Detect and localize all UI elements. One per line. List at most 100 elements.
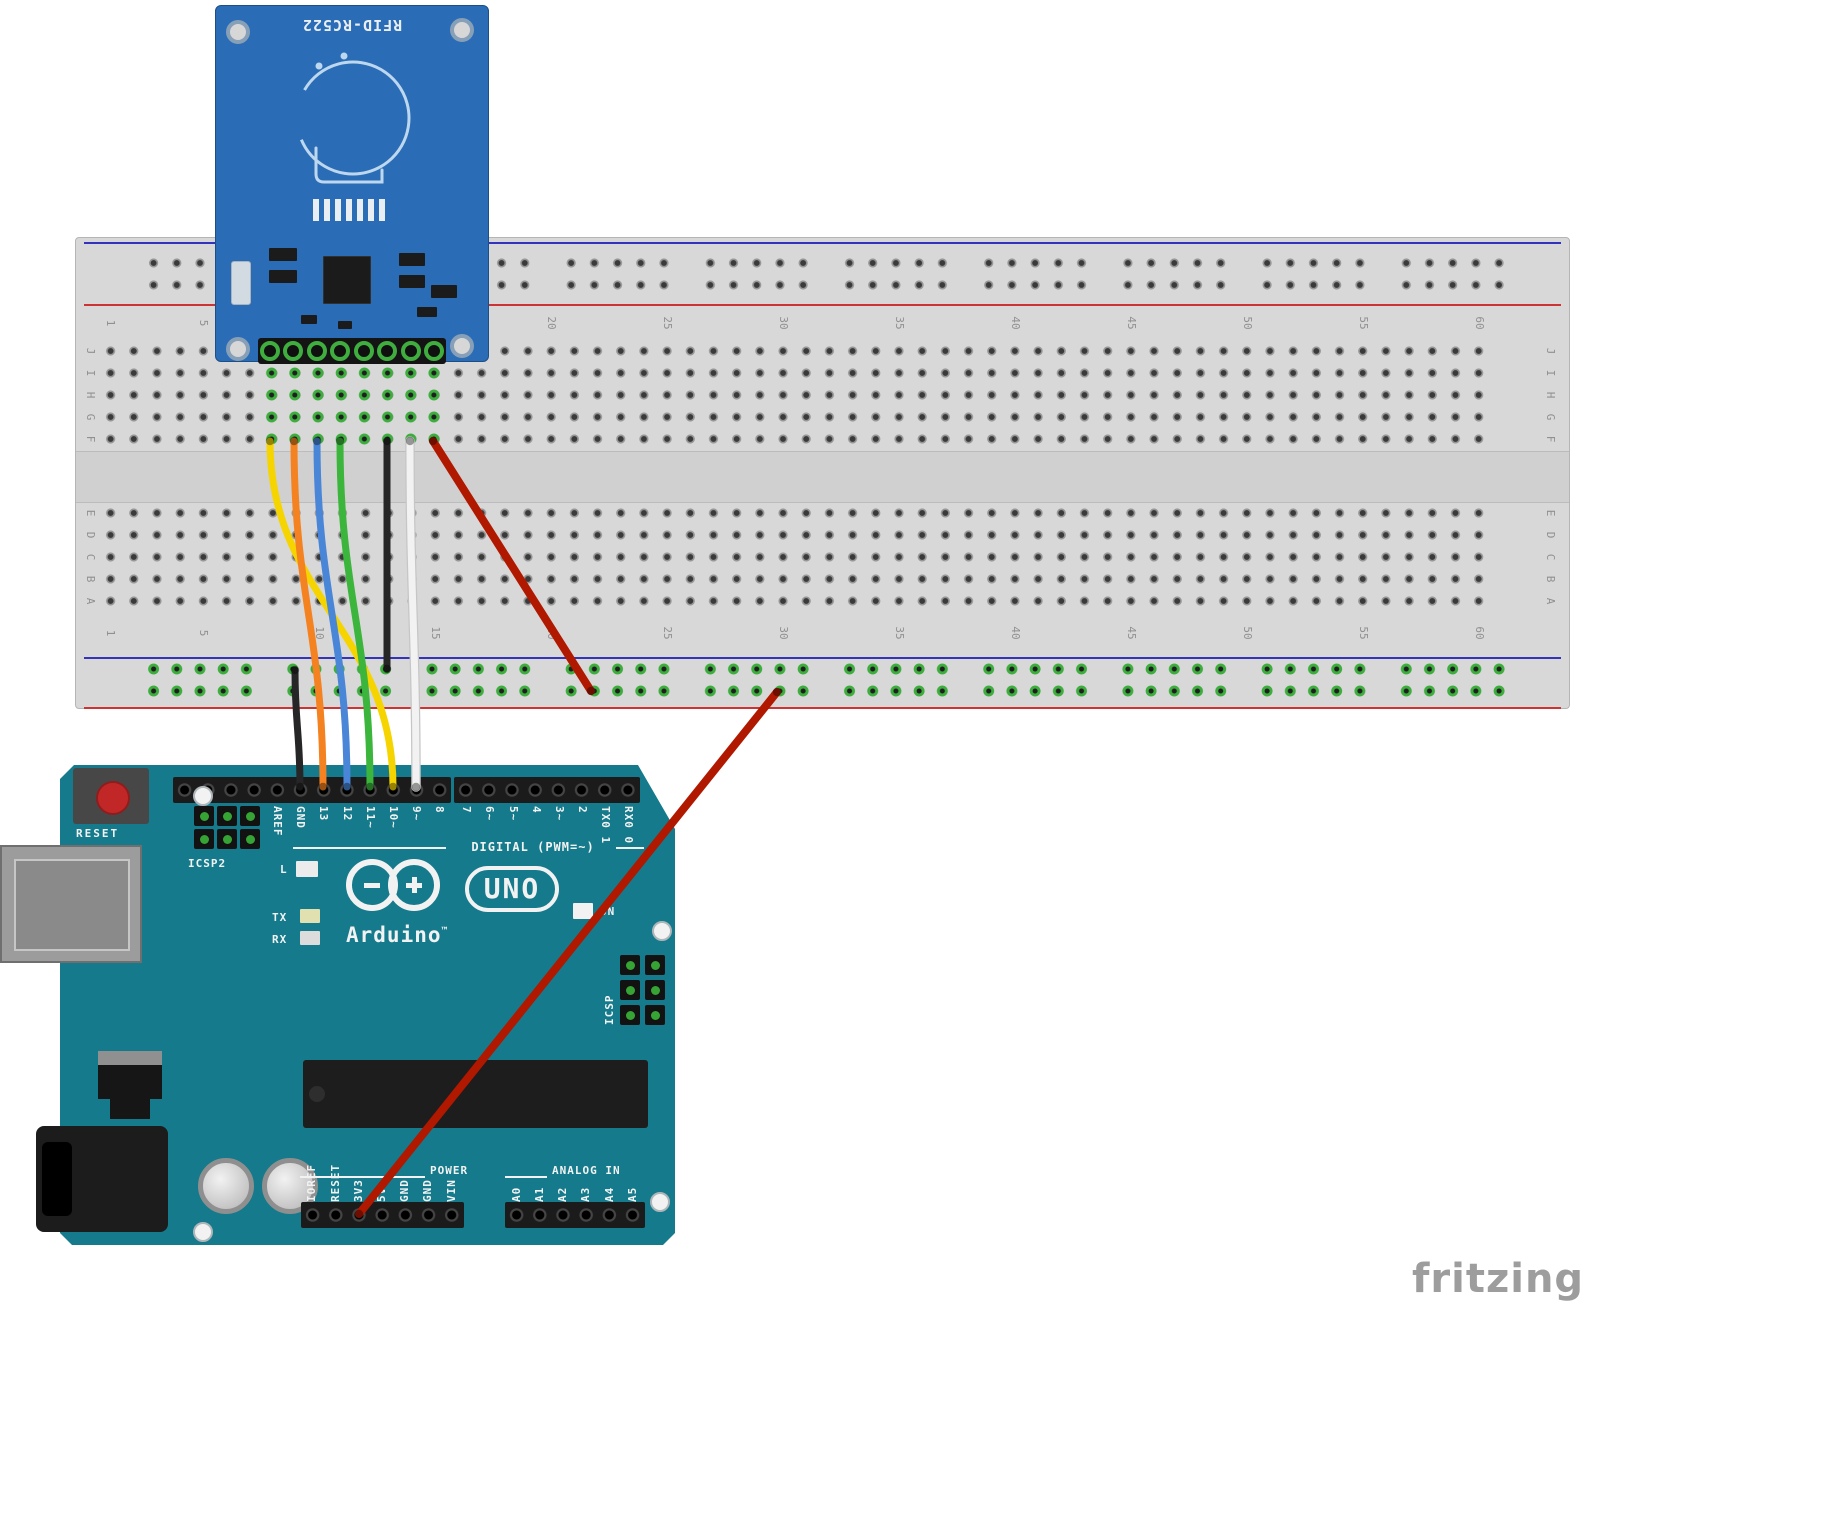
digital-header-left[interactable] — [173, 777, 451, 803]
power-jack — [36, 1126, 168, 1232]
row-letter: I — [1544, 369, 1558, 377]
silkscreen-bar — [313, 199, 319, 221]
antenna-loop — [295, 60, 411, 176]
mounting-hole — [450, 18, 474, 42]
pin-contact — [245, 811, 255, 821]
lower-grid-holes[interactable] — [99, 502, 1491, 612]
rfid-pin-header[interactable] — [258, 338, 446, 364]
icsp-pin[interactable] — [620, 1005, 640, 1025]
column-number: 20 — [545, 626, 559, 640]
rfid-module-label: RFID-RC522 — [301, 16, 403, 34]
usb-connector-inner — [14, 859, 130, 951]
digital-section-label: DIGITAL (PWM=~) — [471, 840, 595, 854]
power-header[interactable] — [301, 1202, 464, 1228]
rfid-pin[interactable] — [283, 341, 304, 361]
electrolytic-capacitor — [231, 261, 251, 305]
column-number: 30 — [777, 626, 791, 640]
icsp2-pin[interactable] — [217, 829, 237, 849]
rfid-rc522-module[interactable]: RFID-RC522 — [215, 5, 489, 362]
row-letter: J — [84, 347, 98, 355]
pin-label-a4: A4 — [603, 1186, 616, 1202]
icsp2-pin[interactable] — [194, 829, 214, 849]
led-on — [573, 903, 593, 919]
rfid-pin[interactable] — [330, 341, 351, 361]
row-letter: C — [84, 553, 98, 561]
smd-component — [399, 275, 425, 288]
icsp-pin[interactable] — [620, 955, 640, 975]
icsp-pin[interactable] — [645, 980, 665, 1000]
icsp-header[interactable] — [620, 955, 665, 1025]
rfid-pin[interactable] — [424, 341, 445, 361]
row-letter: H — [1544, 391, 1558, 399]
electrolytic-capacitor — [198, 1158, 254, 1214]
rfid-pin[interactable] — [306, 341, 327, 361]
pin-label-a5: A5 — [626, 1186, 639, 1202]
rfid-connected-holes[interactable] — [260, 362, 446, 450]
column-number: 20 — [545, 316, 559, 330]
pin-label-9: 9~ — [410, 806, 423, 822]
row-letter: B — [1544, 575, 1558, 583]
silkscreen-bar — [357, 199, 363, 221]
antenna-pad — [315, 62, 323, 70]
antenna-pad — [340, 52, 348, 60]
column-number: 45 — [1125, 626, 1139, 640]
reset-button-cap[interactable] — [96, 781, 130, 815]
reset-button[interactable] — [73, 768, 149, 824]
power-jack-opening — [42, 1142, 72, 1216]
rfid-pin[interactable] — [400, 341, 421, 361]
rfid-pin[interactable] — [259, 341, 280, 361]
pin-contact — [245, 834, 255, 844]
pin-label-a2: A2 — [556, 1186, 569, 1202]
uno-model-badge: UNO — [465, 866, 559, 912]
pin-label-10: 10~ — [387, 806, 400, 829]
board-hole — [650, 1192, 670, 1212]
column-number: 50 — [1241, 316, 1255, 330]
digital-silkscreen-line — [293, 847, 446, 849]
row-letter: J — [1544, 347, 1558, 355]
pin-label-11: 11~ — [364, 806, 377, 829]
antenna-trace — [314, 146, 384, 184]
pin-label-12: 12 — [341, 806, 354, 822]
pin-label-reset: RESET — [329, 1163, 342, 1202]
top-rail-blue-line — [84, 242, 1561, 244]
bottom-power-rail-holes[interactable] — [142, 658, 1534, 702]
pin-label-aref: AREF — [271, 806, 284, 837]
pin-label-gnd: GND — [398, 1179, 411, 1202]
icsp2-pin[interactable] — [194, 806, 214, 826]
center-channel — [76, 451, 1569, 503]
analog-header[interactable] — [505, 1202, 645, 1228]
row-letter: E — [84, 509, 98, 517]
column-number: 40 — [1009, 626, 1023, 640]
pin-contact — [222, 834, 232, 844]
trademark: ™ — [441, 926, 449, 937]
top-rail-red-line — [84, 304, 1561, 306]
voltage-regulator-legs — [110, 1099, 150, 1119]
icsp2-pin[interactable] — [240, 806, 260, 826]
row-letter: E — [1544, 509, 1558, 517]
pin-label-8: 8 — [433, 806, 446, 814]
led-tx-label: TX — [272, 911, 288, 924]
rfid-pin[interactable] — [353, 341, 374, 361]
voltage-regulator — [98, 1065, 162, 1099]
chip-notch — [309, 1086, 325, 1102]
icsp-pin[interactable] — [620, 980, 640, 1000]
voltage-regulator-tab — [98, 1051, 162, 1065]
board-hole — [193, 1222, 213, 1242]
icsp-pin[interactable] — [645, 955, 665, 975]
pin-label-tx1: TX0 1 — [599, 806, 612, 845]
smd-component — [338, 321, 352, 329]
smd-component — [269, 248, 297, 261]
column-number: 40 — [1009, 316, 1023, 330]
led-rx-label: RX — [272, 933, 288, 946]
pin-contact — [650, 960, 660, 970]
icsp2-pin[interactable] — [240, 829, 260, 849]
row-letter: G — [1544, 413, 1558, 421]
digital-header-right[interactable] — [454, 777, 640, 803]
icsp-pin[interactable] — [645, 1005, 665, 1025]
icsp2-header[interactable] — [194, 806, 260, 849]
icsp2-pin[interactable] — [217, 806, 237, 826]
rfid-pin[interactable] — [377, 341, 398, 361]
column-number: 50 — [1241, 626, 1255, 640]
row-letter: D — [84, 531, 98, 539]
